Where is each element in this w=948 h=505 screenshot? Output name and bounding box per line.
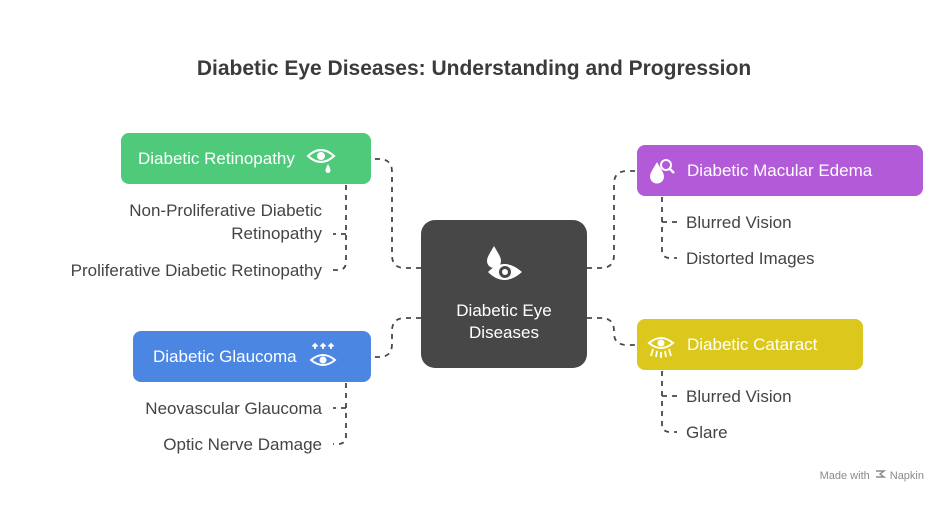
drop-magnifier-icon [645, 155, 677, 187]
leaf-blurred-vision-macular: Blurred Vision [686, 213, 792, 232]
eye-drop-icon [482, 242, 526, 286]
connector-cataract-leaves [661, 371, 677, 433]
node-label: Diabetic Cataract [687, 334, 818, 354]
node-label: Diabetic Retinopathy [138, 148, 295, 168]
connector-glaucoma-leaves [333, 383, 347, 445]
connector-retinopathy [371, 158, 421, 269]
connector-glaucoma [371, 317, 421, 358]
node-label: Diabetic Glaucoma [153, 346, 297, 366]
connector-cataract [587, 317, 637, 346]
leaf-non-proliferative: Non-Proliferative Diabetic Retinopathy [129, 201, 322, 243]
eye-tear-icon [305, 143, 337, 175]
node-diabetic-macular-edema[interactable]: Diabetic Macular Edema [637, 145, 923, 196]
eye-pressure-icon [307, 341, 339, 373]
napkin-logo-icon [874, 468, 886, 483]
node-diabetic-cataract[interactable]: Diabetic Cataract [637, 319, 863, 370]
leaf-proliferative: Proliferative Diabetic Retinopathy [70, 261, 322, 280]
leaf-blurred-vision-cataract: Blurred Vision [686, 387, 792, 406]
made-with-napkin: Made with Napkin [819, 468, 924, 483]
connector-macular-leaves [661, 197, 677, 259]
node-diabetic-glaucoma[interactable]: Diabetic Glaucoma [133, 331, 371, 382]
leaf-neovascular-glaucoma: Neovascular Glaucoma [145, 399, 322, 418]
connector-retinopathy-leaves [333, 185, 347, 271]
center-node[interactable]: Diabetic Eye Diseases [421, 220, 587, 368]
connector-macular [587, 170, 637, 269]
node-diabetic-retinopathy[interactable]: Diabetic Retinopathy [121, 133, 371, 184]
node-label: Diabetic Macular Edema [687, 160, 873, 180]
cloudy-eye-icon [645, 329, 677, 361]
leaf-distorted-images: Distorted Images [686, 249, 815, 268]
diagram-title: Diabetic Eye Diseases: Understanding and… [196, 57, 752, 80]
leaf-glare: Glare [686, 423, 728, 442]
leaf-optic-nerve-damage: Optic Nerve Damage [163, 435, 322, 454]
center-label: Diabetic Eye Diseases [456, 301, 552, 342]
